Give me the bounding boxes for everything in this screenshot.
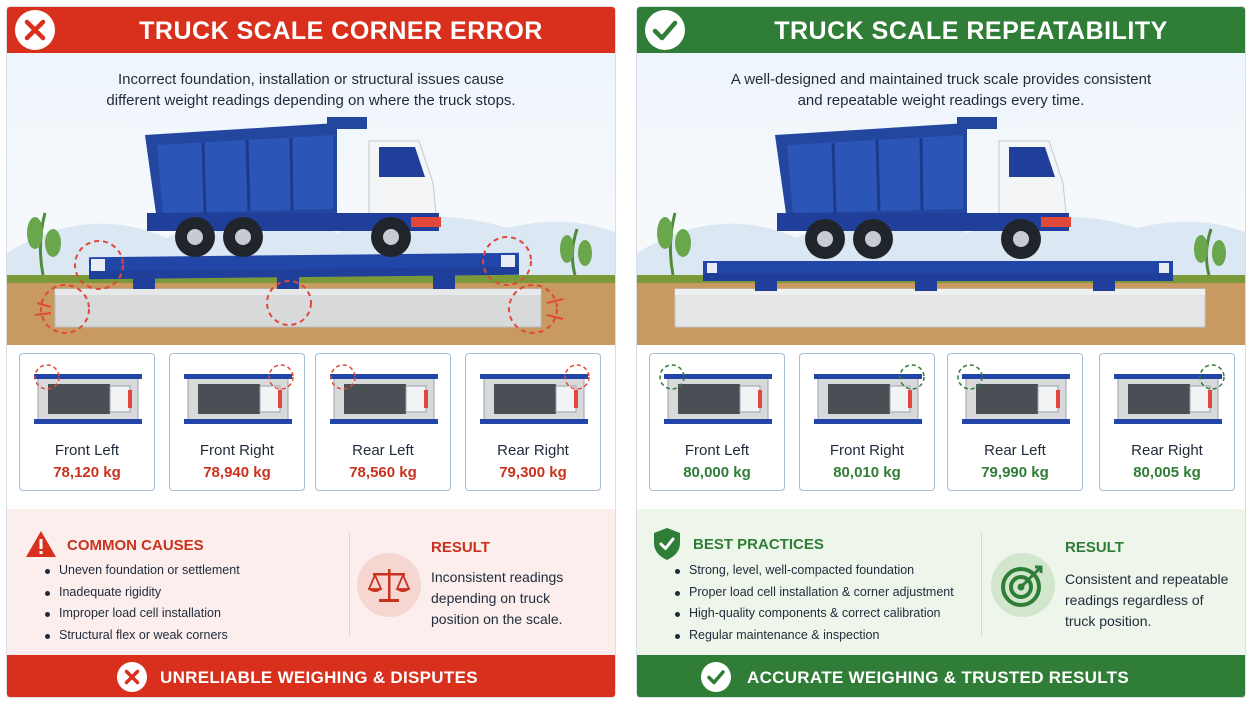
truck-top-view-icon: [814, 364, 925, 424]
practices-list: Strong, level, well-compacted foundation…: [669, 560, 954, 646]
panel-subtitle: Incorrect foundation, installation or st…: [106, 71, 516, 109]
result-text: Consistent and repeatable readings regar…: [1065, 571, 1229, 629]
result-text: Inconsistent readings depending on truck…: [431, 569, 564, 627]
reading-label: Rear Left: [984, 442, 1046, 459]
reading-card-front-left: Front Left 80,000 kg: [649, 353, 785, 491]
scales-icon: [357, 553, 421, 617]
list-item: Strong, level, well-compacted foundation: [669, 560, 954, 582]
plant-right: [560, 228, 592, 276]
truck-top-view-icon: [957, 364, 1070, 424]
truck-on-scale-drawing: [7, 117, 615, 345]
plant-right: [1194, 228, 1226, 276]
truck-top-view-icon: [659, 364, 772, 424]
panel-title: TRUCK SCALE REPEATABILITY: [774, 17, 1168, 45]
reading-value: 80,000 kg: [683, 464, 751, 481]
practices-and-result: BEST PRACTICES Strong, level, well-compa…: [637, 509, 1245, 655]
reading-label: Rear Right: [497, 442, 569, 459]
shield-check-icon: [654, 528, 680, 560]
reading-label: Rear Right: [1131, 442, 1203, 459]
divider: [981, 533, 982, 637]
reading-card-front-right: Front Right 78,940 kg: [169, 353, 305, 491]
panel-footer: ACCURATE WEIGHING & TRUSTED RESULTS: [637, 655, 1245, 697]
scale-illustration: Incorrect foundation, installation or st…: [7, 53, 615, 345]
reading-value: 78,120 kg: [53, 464, 121, 481]
panel-header: TRUCK SCALE CORNER ERROR: [7, 7, 615, 53]
reading-value: 80,005 kg: [1133, 464, 1201, 481]
result-title: RESULT: [1065, 539, 1124, 556]
scale-illustration: A well-designed and maintained truck sca…: [637, 53, 1245, 345]
divider: [349, 533, 350, 637]
corner-error-panel: TRUCK SCALE CORNER ERROR: [6, 6, 616, 698]
truck-top-view-icon: [184, 364, 294, 424]
dump-truck: [145, 117, 441, 257]
x-circle-icon: [117, 662, 147, 692]
reading-value: 78,940 kg: [203, 464, 271, 481]
list-item: Proper load cell installation & corner a…: [669, 582, 954, 604]
reading-card-front-left: Front Left 78,120 kg: [19, 353, 155, 491]
plant-left: [27, 212, 61, 276]
repeatability-panel: TRUCK SCALE REPEATABILITY: [636, 6, 1246, 698]
truck-top-view-icon: [480, 364, 590, 424]
plant-left: [657, 212, 691, 276]
list-item: High-quality components & correct calibr…: [669, 603, 954, 625]
problem-markers: [40, 236, 558, 334]
reading-label: Front Left: [54, 442, 120, 459]
list-item: Uneven foundation or settlement: [39, 560, 240, 582]
reading-card-rear-right: Rear Right 80,005 kg: [1099, 353, 1235, 491]
reading-card-rear-right: Rear Right 79,300 kg: [465, 353, 601, 491]
footer-text: ACCURATE WEIGHING & TRUSTED RESULTS: [747, 668, 1129, 687]
truck-top-view-icon: [1114, 364, 1225, 424]
list-item: Improper load cell installation: [39, 603, 240, 625]
reading-value: 78,560 kg: [349, 464, 417, 481]
target-icon: [991, 553, 1055, 617]
reading-label: Front Right: [829, 442, 905, 459]
practices-title: BEST PRACTICES: [693, 536, 824, 553]
causes-and-result: COMMON CAUSES Uneven foundation or settl…: [7, 509, 615, 655]
reading-card-front-right: Front Right 80,010 kg: [799, 353, 935, 491]
reading-label: Front Left: [684, 442, 750, 459]
causes-title: COMMON CAUSES: [67, 537, 204, 554]
result-title: RESULT: [431, 539, 490, 556]
dump-truck: [775, 117, 1071, 259]
reading-card-rear-left: Rear Left 78,560 kg: [315, 353, 451, 491]
footer-text: UNRELIABLE WEIGHING & DISPUTES: [160, 668, 478, 687]
panel-header: TRUCK SCALE REPEATABILITY: [637, 7, 1245, 53]
reading-card-rear-left: Rear Left 79,990 kg: [947, 353, 1083, 491]
panel-title: TRUCK SCALE CORNER ERROR: [139, 17, 543, 45]
truck-on-scale-drawing: [637, 117, 1245, 345]
list-item: Regular maintenance & inspection: [669, 625, 954, 647]
reading-value: 79,300 kg: [499, 464, 567, 481]
reading-value: 79,990 kg: [981, 464, 1049, 481]
panel-footer: UNRELIABLE WEIGHING & DISPUTES: [7, 655, 615, 697]
corner-readings: Front Left 78,120 kg Front Right 78,940 …: [7, 345, 615, 509]
corner-readings: Front Left 80,000 kg Front Right 80,010 …: [637, 345, 1245, 509]
warning-triangle-icon: [26, 531, 56, 557]
check-circle-icon: [645, 10, 685, 50]
check-circle-icon: [701, 662, 731, 692]
panel-subtitle: A well-designed and maintained truck sca…: [730, 71, 1152, 109]
truck-top-view-icon: [34, 364, 142, 424]
x-circle-icon: [15, 10, 55, 50]
reading-value: 80,010 kg: [833, 464, 901, 481]
list-item: Inadequate rigidity: [39, 582, 240, 604]
reading-label: Front Right: [199, 442, 275, 459]
truck-top-view-icon: [330, 364, 438, 424]
reading-label: Rear Left: [352, 442, 414, 459]
list-item: Structural flex or weak corners: [39, 625, 240, 647]
causes-list: Uneven foundation or settlement Inadequa…: [39, 560, 240, 646]
